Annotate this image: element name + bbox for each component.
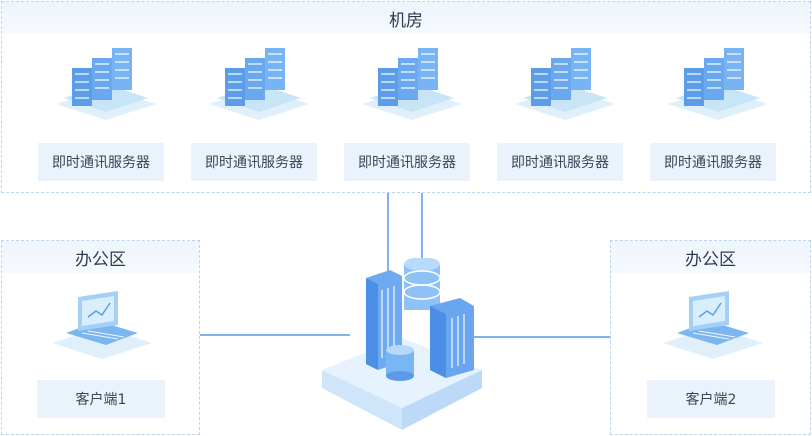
server-rack-icon: [515, 48, 615, 120]
server-room-panel: 机房: [1, 1, 811, 193]
data-center-icon: [322, 258, 482, 430]
office-panel-left: 办公区 客户端1: [1, 240, 200, 435]
server-label: 即时通讯服务器: [38, 143, 164, 181]
office-panel-right: 办公区 客户端2: [610, 240, 811, 435]
connector-line: [387, 182, 389, 282]
office-title: 办公区: [2, 241, 199, 273]
server-label: 即时通讯服务器: [344, 143, 470, 181]
server-rack-icon: [668, 48, 768, 120]
connector-line: [190, 334, 350, 336]
laptop-icon: [52, 291, 152, 359]
connector-line: [421, 182, 423, 272]
server-label: 即时通讯服务器: [497, 143, 623, 181]
connector-line: [470, 336, 612, 338]
laptop-icon: [663, 291, 763, 359]
server-rack-icon: [209, 48, 309, 120]
server-rack-icon: [56, 48, 156, 120]
server-label: 即时通讯服务器: [191, 143, 317, 181]
client-label: 客户端1: [37, 380, 165, 418]
server-room-title: 机房: [2, 2, 810, 34]
client-label: 客户端2: [647, 380, 775, 418]
office-title: 办公区: [611, 241, 810, 273]
server-label: 即时通讯服务器: [650, 143, 776, 181]
server-rack-icon: [362, 48, 462, 120]
